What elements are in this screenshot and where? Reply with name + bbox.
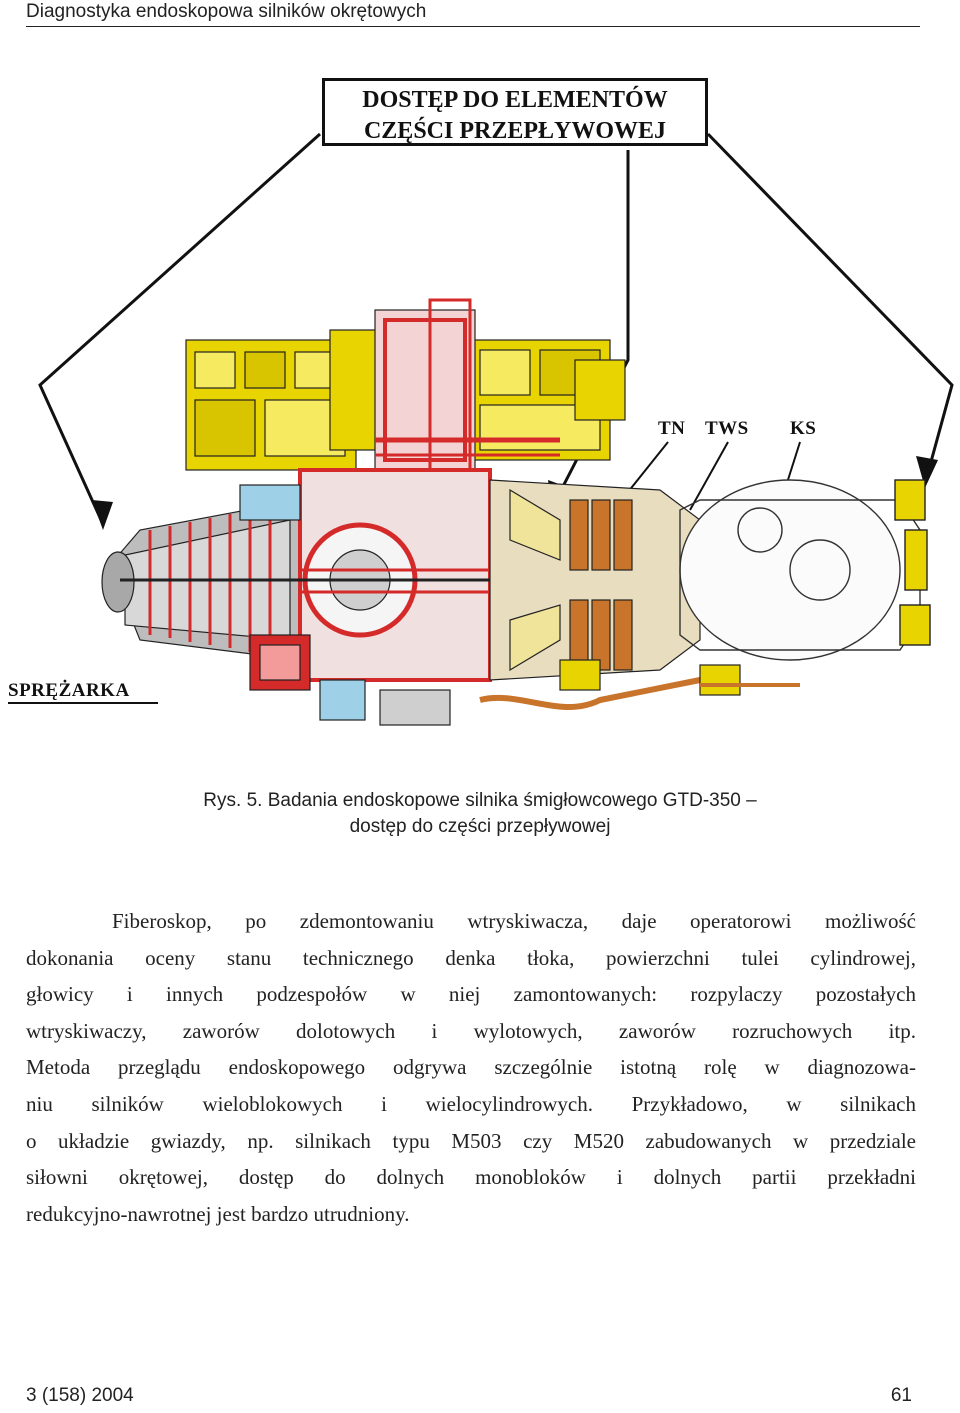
running-header: Diagnostyka endoskopowa silników okrętow… xyxy=(26,0,920,27)
tn-label: TN xyxy=(658,418,686,439)
access-label-box: DOSTĘP DO ELEMENTÓW CZĘŚCI PRZEPŁYWOWEJ xyxy=(322,78,708,146)
caption-line2: dostęp do części przepływowej xyxy=(349,816,611,837)
body-line: dokonania oceny stanu technicznego denka… xyxy=(26,945,916,970)
footer-issue: 3 (158) 2004 xyxy=(26,1385,134,1406)
fuel-lines xyxy=(249,634,800,726)
access-label-line1: DOSTĘP DO ELEMENTÓW xyxy=(362,87,668,113)
body-line: redukcyjno-nawrotnej jest bardzo utrudni… xyxy=(26,1201,410,1226)
body-line: niu silników wieloblokowych i wielocylin… xyxy=(26,1091,916,1116)
footer-page-number: 61 xyxy=(890,1385,912,1406)
accessory-gearbox xyxy=(185,329,626,471)
arrow-left-icon xyxy=(38,132,322,530)
tws-label: TWS xyxy=(705,418,749,439)
reduction-gear xyxy=(374,298,560,482)
figure-caption: Rys. 5. Badania endoskopowe silnika śmig… xyxy=(0,788,960,840)
body-line: Fiberoskop, po zdemontowaniu wtryskiwacz… xyxy=(112,909,916,933)
body-paragraph: Fiberoskop, po zdemontowaniu wtryskiwacz… xyxy=(26,903,916,1232)
turbine-section xyxy=(489,479,701,681)
body-line: siłowni okrętowej, dostęp do dolnych mon… xyxy=(26,1165,916,1190)
combustion-chamber xyxy=(679,479,931,661)
running-title: Diagnostyka endoskopowa silników okrętow… xyxy=(26,1,427,22)
body-line: o układzie gwiazdy, np. silnikach typu M… xyxy=(26,1128,916,1153)
caption-line1: Rys. 5. Badania endoskopowe silnika śmig… xyxy=(203,790,757,811)
body-line: wtryskiwaczy, zaworów dolotowych i wylot… xyxy=(26,1018,916,1043)
engine-cutaway-illustration xyxy=(38,132,954,726)
compressor-label: SPRĘŻARKA xyxy=(8,680,158,704)
arrow-right-icon xyxy=(706,132,954,488)
body-line: głowicy i innych podzespołów w niej zamo… xyxy=(26,982,916,1007)
body-line: Metoda przeglądu endoskopowego odgrywa s… xyxy=(26,1055,916,1080)
access-label-line2: CZĘŚCI PRZEPŁYWOWEJ xyxy=(363,118,667,144)
engine-figure: DOSTĘP DO ELEMENTÓW CZĘŚCI PRZEPŁYWOWEJ … xyxy=(0,60,960,760)
ks-label: KS xyxy=(790,418,817,439)
